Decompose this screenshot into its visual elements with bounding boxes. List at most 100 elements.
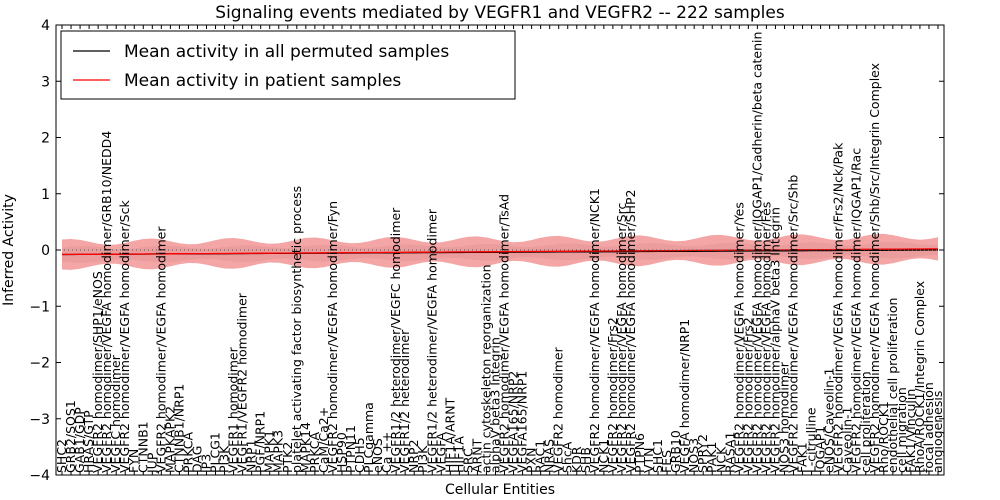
- entity-label: PLCG1: [208, 432, 223, 473]
- entity-label: VEGFR2 homodimer/VEGFA homodimer/Yes: [731, 202, 746, 473]
- entity-label: angiogenesis: [930, 391, 945, 473]
- entity-label: MAPKAPK2: [162, 406, 177, 473]
- entity-label: VEGFC homodimer: [108, 354, 123, 473]
- entity-label: RAC1: [533, 440, 548, 473]
- entity-label: endothelial cell proliferation: [885, 298, 900, 473]
- entity-label: NOS3 homodimer: [777, 361, 792, 473]
- entity-label: NOS3: [686, 438, 701, 473]
- entity-label: NRAS: [542, 439, 557, 473]
- legend: Mean activity in all permuted samples Me…: [60, 30, 516, 100]
- entity-label: VEGFR2 homodimer: [551, 346, 566, 473]
- entity-label: PI3K: [415, 445, 430, 473]
- entity-label: PI3K: [217, 445, 232, 473]
- entity-label: ShcA: [560, 441, 575, 473]
- entity-label: Ca ++: [379, 432, 394, 473]
- entity-label: NRP2: [406, 439, 421, 473]
- entity-label: eNOS/Caveolin-1: [822, 368, 837, 473]
- entity-label: JUP: [144, 452, 159, 474]
- entity-label: CTNNB1: [135, 421, 150, 473]
- entity-label: VEGFR2 homodimer/Frs2: [740, 317, 755, 473]
- entity-label: VEGFR2 homodimer/VEGFA homodimer/Fyn: [325, 201, 340, 473]
- entity-label: PGF/NRP1: [253, 411, 268, 473]
- entity-label: VEGFR2 homodimer/VEGFA homodimer/IQGAP1/…: [749, 32, 764, 473]
- entity-label: Rho/ROCK1: [876, 401, 891, 473]
- entity-label: VEGFR2 homodimer/VEGFA homodimer/TsAd: [497, 194, 512, 473]
- y-tick-label: 4: [41, 18, 50, 34]
- y-tick-label: −1: [29, 299, 50, 315]
- entity-label: ARNT: [469, 438, 484, 473]
- entity-label: KDR: [569, 446, 584, 473]
- entity-label: cell proliferation: [858, 371, 873, 473]
- entity-label: HIF1A: [451, 436, 466, 473]
- entity-label: VEGFR1/2 heterodimer: [397, 329, 412, 473]
- y-tick-label: 2: [41, 131, 50, 147]
- entity-label: VEGFR1/2 heterodimer/VEGFA homodimer: [424, 208, 439, 473]
- entity-label: MAPK14: [298, 422, 313, 473]
- entity-label: alphaV beta3 Integrin: [488, 337, 503, 473]
- y-tick-label: −2: [29, 356, 50, 372]
- entity-label: VEGFR2 homodimer/VEGFA homodimer/Src/Shb: [786, 175, 801, 473]
- entity-label: HRAS/GTP: [81, 410, 96, 473]
- entity-label: HIF1A/ARNT: [442, 397, 457, 473]
- entity-label: SHB: [578, 447, 593, 473]
- entity-label: VEGFR2 homodimer/VEGFA homodimer/Frs2/Nc…: [831, 142, 846, 473]
- entity-label: VEGFA homodimer/NRP1: [677, 319, 692, 473]
- entity-label: PTK2: [280, 442, 295, 473]
- legend-label-permuted: Mean activity in all permuted samples: [124, 42, 449, 62]
- entity-label: NRP1: [244, 439, 259, 473]
- entity-label: VEGFR2 homodimer/VEGFA homodimer/Src: [614, 203, 629, 473]
- entity-label: PRKCA: [180, 432, 195, 473]
- entity-label: VEGFA165/NRP1: [515, 371, 530, 473]
- entity-label: VEGFR2 homodimer/VEGFA homodimer/SHP2: [623, 189, 638, 473]
- entity-label: VEGFR2 homodimer/VEGFA homodimer/IQGAP1/…: [849, 148, 864, 473]
- entity-label: RhoA/ROCK1/Integrin Complex: [912, 281, 927, 473]
- entity-label: VEGFR2 homodimer/VEGFA homodimer: [153, 226, 168, 473]
- legend-label-patient: Mean activity in patient samples: [124, 71, 401, 91]
- entity-label: IP3: [199, 454, 214, 473]
- entity-label: HSP90: [334, 432, 349, 473]
- entity-label: VEGFR1/2 heterodimer/VEGFC homodimer: [388, 207, 403, 473]
- entity-label: PAK1: [704, 442, 719, 473]
- entity-label: GAB1/GDP: [72, 407, 87, 473]
- entity-label: VEGFR1 homodimer: [226, 346, 241, 473]
- entity-label: focal adhesion: [921, 382, 936, 473]
- y-axis-label: Inferred Activity: [1, 194, 17, 306]
- entity-label: CTNNB1/NRP1: [171, 384, 186, 473]
- entity-label: VEGFA: [433, 432, 448, 473]
- entity-label: SHC2: [54, 439, 69, 473]
- entity-label: FAK1: [795, 442, 810, 473]
- entity-label: VEGFR2 homodimer/Frs2: [605, 317, 620, 473]
- entity-label: VEGFR1/VEGFR2 homodimer: [235, 292, 250, 473]
- entity-label: VEGFR2 homodimer/VEGFA homodimer/Sck: [117, 200, 132, 473]
- entity-label: MAPK3: [271, 430, 286, 473]
- entity-label: FAK1/Vinculin: [903, 389, 918, 473]
- entity-label: PRKCA: [307, 432, 322, 473]
- entity-label: platelet activating factor biosynthetic …: [289, 186, 304, 473]
- entity-label: VEGFR2 homodimer/VEGFA homodimer/NCK1: [587, 188, 602, 473]
- entity-label: GRB10: [668, 430, 683, 473]
- entity-label: CaM/Ca2+: [316, 407, 331, 473]
- entity-label: eNOS: [370, 438, 385, 473]
- entity-label: VEGFR2 homodimer/VEGFA homodimer/Fes: [758, 202, 773, 473]
- entity-label: PTPN6: [632, 433, 647, 473]
- entity-label: SPRY2: [695, 434, 710, 473]
- legend-box: [60, 30, 516, 100]
- y-tick-label: 1: [41, 187, 50, 203]
- y-tick-label: −4: [29, 468, 50, 484]
- entity-label: SRC: [460, 448, 475, 473]
- entity-label: MAPK1: [262, 430, 277, 473]
- entity-label: IQGAP1: [813, 426, 828, 473]
- entity-label: VEGFA165/NRP2: [506, 371, 521, 473]
- entity-label: actin cytoskeleton reorganization: [479, 264, 494, 473]
- entity-label: PTPN11: [343, 425, 358, 473]
- line-layer: [56, 248, 944, 256]
- entity-label: VTN: [641, 447, 656, 473]
- entity-label: VEGFR2 homodimer/VEGFA homodimer/Shb/Src…: [867, 63, 882, 473]
- axis-ticks: [56, 24, 944, 476]
- entity-label: PLCgamma: [361, 402, 376, 473]
- entity-label: NCK: [713, 446, 728, 473]
- y-tick-label: 3: [41, 74, 50, 90]
- y-tick-label: 0: [41, 243, 50, 259]
